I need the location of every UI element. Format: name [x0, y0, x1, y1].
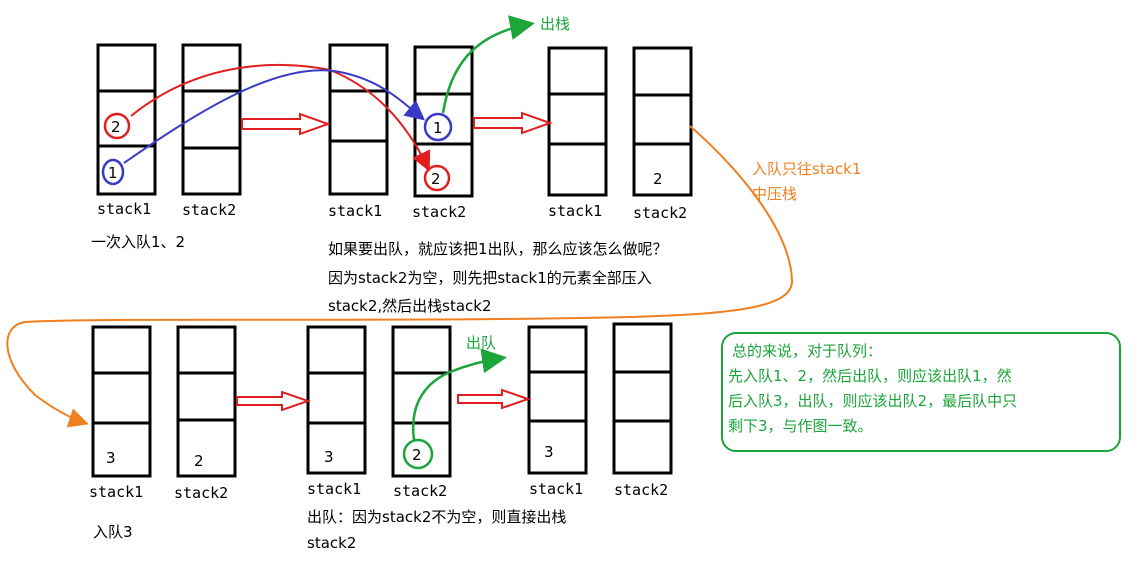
- green-pop-curve-bottom: [411, 348, 507, 441]
- stack-group-6-stack2: [612, 322, 673, 475]
- label-stack1-g6: stack1: [529, 480, 583, 498]
- transfer-arrow-4: [457, 388, 532, 410]
- push-note-line1: 入队只往stack1: [752, 160, 861, 178]
- caption-dequeue-line1: 出队：因为stack2不为空，则直接出栈: [307, 508, 566, 526]
- label-stack2-g6: stack2: [614, 481, 668, 499]
- element-1-circle-target: [423, 112, 453, 142]
- element-1-ellipse-source: [101, 158, 125, 186]
- group5-stack1-value: 3: [324, 448, 334, 466]
- element-2-circle-source: [103, 112, 131, 140]
- summary-line2: 先入队1、2，然后出队，则应该出队1，然: [728, 367, 1012, 385]
- label-stack2-g5: stack2: [393, 482, 447, 500]
- green-pop-curve-top: [441, 15, 535, 114]
- label-stack2-g3: stack2: [633, 204, 687, 222]
- caption-question-line1: 如果要出队，就应该把1出队，那么应该怎么做呢？: [328, 240, 668, 258]
- element-1-value-source: 1: [108, 164, 118, 182]
- element-2-value-source: 2: [111, 118, 121, 136]
- caption-question-line2: 因为stack2为空，则先把stack1的元素全部压入: [328, 269, 652, 287]
- stack-group-2-stack1: [328, 43, 389, 196]
- push-note-line2: 中压栈: [752, 185, 797, 203]
- element-2-value-target: 2: [431, 170, 441, 188]
- stack-group-5-stack1: [306, 325, 367, 475]
- caption-step3: 入队3: [93, 523, 133, 541]
- label-stack2-g1: stack2: [182, 201, 236, 219]
- label-stack1-g4: stack1: [89, 483, 143, 501]
- caption-question-line3: stack2,然后出栈stack2: [328, 297, 492, 315]
- element-2-value-pop: 2: [412, 446, 422, 464]
- stack-group-5-stack2: [391, 325, 452, 478]
- transfer-arrow-2: [473, 111, 553, 135]
- group4-stack1-value: 3: [106, 449, 116, 467]
- transfer-arrow-3: [236, 390, 312, 412]
- caption-dequeue-line2: stack2: [307, 534, 356, 552]
- stack-group-4-stack2: [176, 325, 237, 478]
- stack-group-1-stack2: [181, 43, 242, 196]
- summary-line1: 总的来说，对于队列：: [732, 342, 882, 360]
- label-stack1-g3: stack1: [548, 202, 602, 220]
- stack-group-3-stack2: [632, 46, 693, 197]
- group6-stack1-value: 3: [544, 443, 554, 461]
- element-2-circle-target: [423, 164, 451, 192]
- label-stack1-g5: stack1: [307, 480, 361, 498]
- summary-line3: 后入队3，出队，则应该出队2，最后队中只: [728, 392, 1017, 410]
- caption-step1: 一次入队1、2: [91, 233, 185, 251]
- label-stack1-g1: stack1: [97, 200, 151, 218]
- stack-group-1-stack1: [96, 43, 157, 196]
- pop-label-top: 出栈: [540, 15, 570, 33]
- stack-group-6-stack1: [527, 325, 588, 475]
- transfer-arrow-1: [241, 112, 331, 136]
- stack-group-4-stack1: [91, 325, 152, 478]
- stack-group-2-stack2: [413, 45, 474, 198]
- label-stack2-g2: stack2: [412, 203, 466, 221]
- group3-stack2-value: 2: [653, 170, 663, 188]
- summary-box: 总的来说，对于队列： 先入队1、2，然后出队，则应该出队1，然 后入队3，出队，…: [721, 332, 1121, 452]
- group4-stack2-value: 2: [194, 452, 204, 470]
- summary-line4: 剩下3，与作图一致。: [728, 417, 873, 435]
- element-1-value-target: 1: [433, 119, 443, 137]
- pop-label-bottom: 出队: [466, 334, 496, 352]
- label-stack2-g4: stack2: [174, 484, 228, 502]
- label-stack1-g2: stack1: [328, 202, 382, 220]
- element-2-circle-pop: [402, 438, 434, 470]
- blue-move-curve: [123, 69, 426, 164]
- orange-connector-curve: [6, 125, 794, 428]
- stack-group-3-stack1: [547, 46, 608, 197]
